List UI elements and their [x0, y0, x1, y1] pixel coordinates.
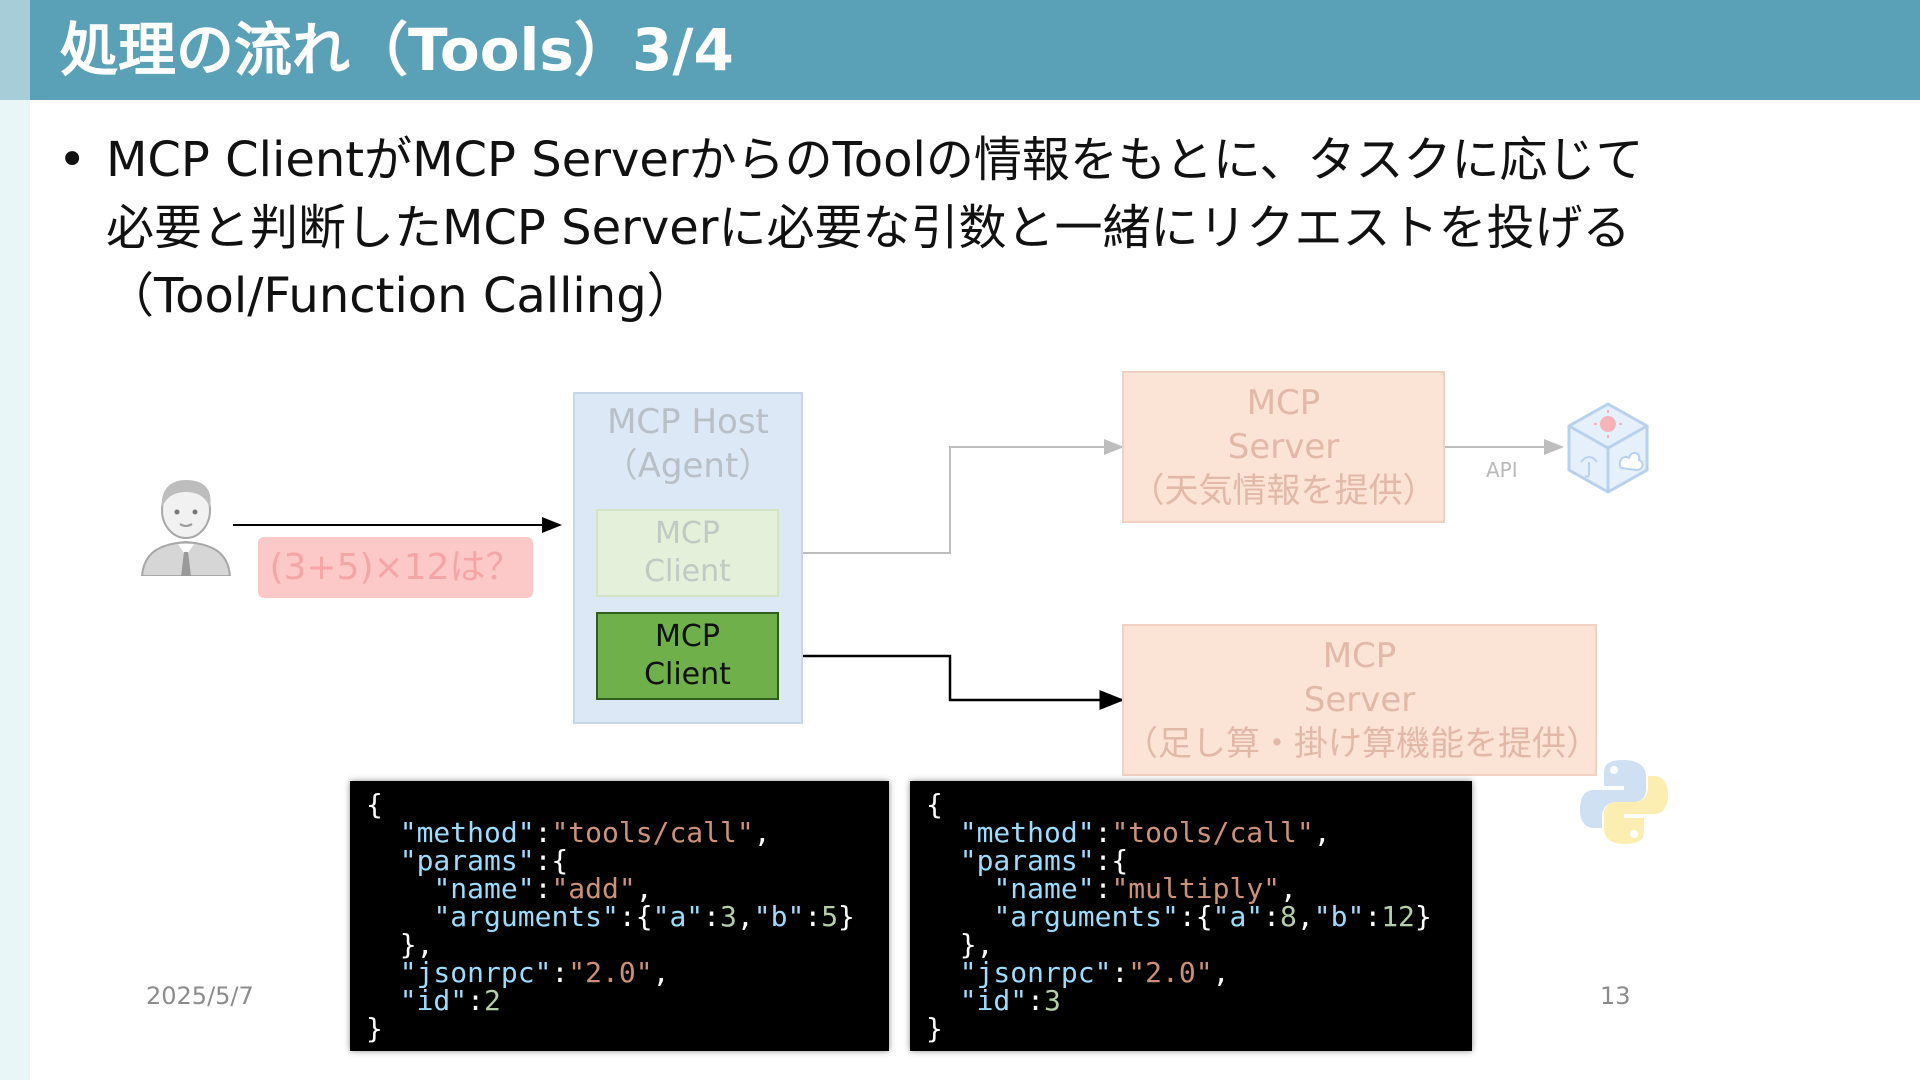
bullet-marker: •: [58, 132, 87, 188]
mcp-host-sublabel: （Agent）: [603, 446, 773, 486]
page-number: 13: [1600, 982, 1631, 1010]
code-line: "jsonrpc":"2.0",: [959, 956, 1230, 989]
code-line: "method":"tools/call",: [959, 816, 1331, 849]
code-line: "jsonrpc":"2.0",: [399, 956, 670, 989]
api-label: API: [1486, 458, 1518, 482]
left-accent-strip: [0, 0, 30, 1080]
mcp-server-description: （足し算・掛け算機能を提供）: [1124, 724, 1600, 764]
mcp-client-box-active: MCP Client: [596, 612, 779, 700]
code-line: }: [926, 1012, 943, 1045]
weather-service-icon: [1567, 402, 1649, 494]
mcp-server-label: MCP: [1246, 383, 1321, 423]
title-bar: [0, 0, 1920, 100]
bullet-line-3: （Tool/Function Calling）: [106, 268, 695, 324]
footer-date: 2025/5/7: [146, 982, 254, 1010]
code-line: "id":3: [959, 984, 1061, 1017]
slide-title: 処理の流れ（Tools）3/4: [60, 16, 734, 84]
mcp-server-description: （天気情報を提供）: [1130, 471, 1437, 511]
bullet-text: MCP ClientがMCP ServerからのToolの情報をもとに、タスクに…: [106, 126, 1866, 330]
bullet-line-1: MCP ClientがMCP ServerからのToolの情報をもとに、タスクに…: [106, 132, 1644, 188]
title-bar-accent: [0, 0, 30, 100]
user-icon: [140, 480, 232, 576]
code-line: }: [366, 1012, 383, 1045]
python-icon: [1580, 760, 1668, 844]
code-line: },: [926, 928, 994, 961]
mcp-server-weather-box: MCP Server （天気情報を提供）: [1122, 371, 1445, 523]
code-line: {: [366, 788, 383, 821]
tool-call-json-add: { "method":"tools/call", "params":{ "nam…: [350, 781, 889, 1051]
code-line: },: [366, 928, 434, 961]
code-line: "name":"add",: [433, 872, 653, 905]
mcp-server-label: Server: [1227, 427, 1340, 467]
mcp-client-label: MCP: [655, 516, 720, 551]
code-line: "id":2: [399, 984, 501, 1017]
mcp-client-label: Client: [644, 554, 731, 589]
code-line: "params":{: [399, 844, 569, 877]
mcp-server-calc-box: MCP Server （足し算・掛け算機能を提供）: [1122, 624, 1600, 776]
mcp-server-label: Server: [1303, 680, 1416, 720]
mcp-client-box-inactive: MCP Client: [596, 509, 779, 597]
bullet-line-2: 必要と判断したMCP Serverに必要な引数と一緒にリクエストを投げる: [106, 200, 1631, 256]
code-line: "params":{: [959, 844, 1129, 877]
mcp-host-label: MCP Host: [607, 402, 769, 442]
code-line: "arguments":{"a":3,"b":5}: [433, 900, 855, 933]
client-to-weather-arrow: [779, 439, 1124, 554]
code-line: {: [926, 788, 943, 821]
mcp-client-label: MCP: [655, 619, 720, 654]
code-line: "arguments":{"a":8,"b":12}: [993, 900, 1432, 933]
code-line: "method":"tools/call",: [399, 816, 771, 849]
tool-call-json-multiply: { "method":"tools/call", "params":{ "nam…: [910, 781, 1472, 1051]
user-question-bubble: (3+5)×12は？: [258, 537, 533, 598]
mcp-client-label: Client: [644, 657, 731, 692]
client-to-calc-arrow: [779, 654, 1125, 710]
mcp-server-label: MCP: [1322, 636, 1397, 676]
code-line: "name":"multiply",: [993, 872, 1297, 905]
